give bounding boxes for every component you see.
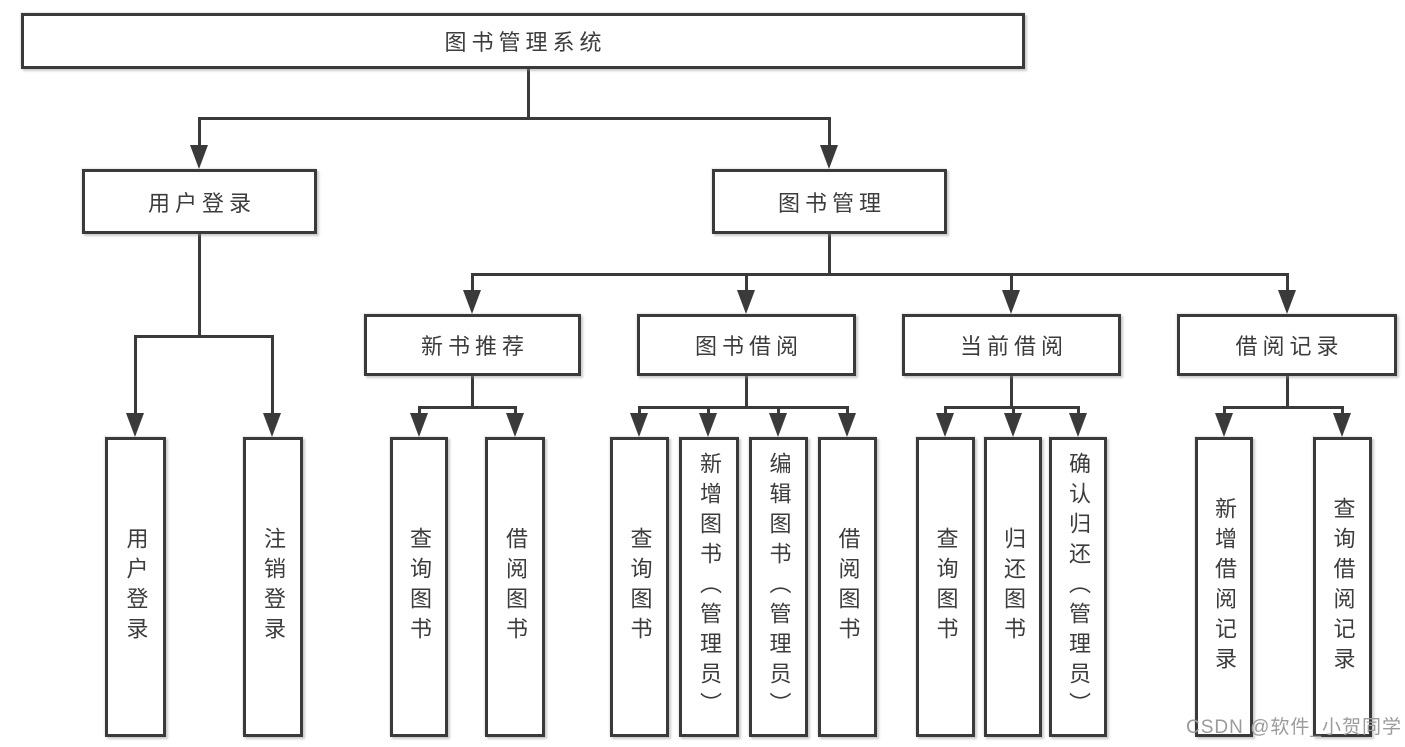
node-root-label: 图书管理系统 <box>444 30 607 55</box>
leaf-newbook-query-label: 查询图书 <box>407 527 432 647</box>
connector-user-login-split <box>134 335 274 338</box>
node-borrow-record-label: 借阅记录 <box>1235 334 1344 359</box>
arrow-down-icon <box>699 413 717 437</box>
connector-level3-split <box>471 273 1288 276</box>
connector-arm <box>1223 406 1226 415</box>
connector-arm-user-login <box>198 117 201 147</box>
csdn-watermark: CSDN @软件_小贺同学 <box>1186 717 1402 738</box>
leaf-current-return: 归还图书 <box>984 437 1042 737</box>
arrow-down-icon <box>820 145 838 169</box>
arrow-down-icon <box>737 290 755 314</box>
leaf-borrow-query: 查询图书 <box>610 437 669 737</box>
connector-user-login-drop <box>198 233 201 335</box>
leaf-borrow-edit: 编辑图书（管理员） <box>749 437 808 737</box>
connector-borrow-record-split <box>1223 406 1344 409</box>
connector-new-book-split <box>418 406 517 409</box>
arrow-down-icon <box>263 413 281 437</box>
arrow-down-icon <box>1004 413 1022 437</box>
connector-root-drop <box>527 68 530 117</box>
connector-new-book-drop <box>471 375 474 407</box>
leaf-borrow-edit-label: 编辑图书（管理员） <box>766 452 792 722</box>
node-user-login-label: 用户登录 <box>147 190 256 216</box>
connector-arm-new-book <box>471 273 474 290</box>
arrow-down-icon <box>630 413 648 437</box>
connector-borrow-record-drop <box>1286 375 1289 407</box>
leaf-newbook-borrow-label: 借阅图书 <box>503 527 528 647</box>
node-new-book-rec: 新书推荐 <box>364 314 581 376</box>
node-borrow-record: 借阅记录 <box>1177 314 1397 376</box>
arrow-down-icon <box>1002 290 1020 314</box>
leaf-current-return-label: 归还图书 <box>1001 527 1026 647</box>
leaf-logout-label: 注销登录 <box>261 527 286 647</box>
arrow-down-icon <box>838 413 856 437</box>
arrow-down-icon <box>1278 290 1296 314</box>
leaf-borrow-borrow-label: 借阅图书 <box>835 527 861 647</box>
arrow-down-icon <box>936 413 954 437</box>
connector-arm-leaf-user-login <box>134 335 137 413</box>
leaf-current-confirm: 确认归还（管理员） <box>1049 437 1107 737</box>
connector-arm <box>777 406 780 415</box>
leaf-record-add: 新增借阅记录 <box>1195 437 1253 737</box>
leaf-logout: 注销登录 <box>243 437 303 737</box>
arrow-down-icon <box>1333 413 1351 437</box>
connector-arm-book-borrow <box>745 273 748 290</box>
leaf-current-query-label: 查询图书 <box>933 527 959 647</box>
node-new-book-rec-label: 新书推荐 <box>420 334 529 359</box>
leaf-user-login-label: 用户登录 <box>123 527 149 647</box>
arrow-down-icon <box>1215 413 1233 437</box>
leaf-record-query-label: 查询借阅记录 <box>1330 497 1356 677</box>
connector-current-borrow-drop <box>1010 375 1013 407</box>
connector-book-borrow-split <box>638 406 849 409</box>
connector-arm <box>418 406 421 415</box>
node-current-borrow-label: 当前借阅 <box>959 334 1068 359</box>
connector-book-borrow-drop <box>745 375 748 407</box>
connector-arm-book-mgmt <box>828 117 831 147</box>
arrow-down-icon <box>769 413 787 437</box>
arrow-down-icon <box>410 413 428 437</box>
connector-book-mgmt-drop <box>828 233 831 276</box>
connector-arm-borrow-record <box>1286 273 1289 290</box>
arrow-down-icon <box>126 413 144 437</box>
arrow-down-icon <box>190 145 208 169</box>
leaf-current-confirm-label: 确认归还（管理员） <box>1066 452 1091 722</box>
leaf-current-query: 查询图书 <box>916 437 975 737</box>
arrow-down-icon <box>1069 413 1087 437</box>
connector-arm-leaf-logout <box>271 335 274 413</box>
node-book-borrow: 图书借阅 <box>637 314 856 376</box>
node-root: 图书管理系统 <box>21 13 1025 69</box>
leaf-borrow-query-label: 查询图书 <box>627 527 653 647</box>
connector-arm <box>1012 406 1015 415</box>
leaf-newbook-query: 查询图书 <box>390 437 448 737</box>
leaf-user-login: 用户登录 <box>105 437 166 737</box>
node-book-mgmt: 图书管理 <box>712 169 947 234</box>
leaf-borrow-add-label: 新增图书（管理员） <box>697 452 722 722</box>
leaf-newbook-borrow: 借阅图书 <box>485 437 545 737</box>
arrow-down-icon <box>463 290 481 314</box>
connector-arm <box>1341 406 1344 415</box>
leaf-record-add-label: 新增借阅记录 <box>1212 497 1237 677</box>
connector-arm <box>846 406 849 415</box>
connector-arm <box>514 406 517 415</box>
connector-arm <box>707 406 710 415</box>
node-current-borrow: 当前借阅 <box>902 314 1121 376</box>
leaf-borrow-add: 新增图书（管理员） <box>679 437 739 737</box>
arrow-down-icon <box>506 413 524 437</box>
node-book-borrow-label: 图书借阅 <box>694 334 803 359</box>
node-user-login: 用户登录 <box>82 169 317 234</box>
connector-arm <box>638 406 641 415</box>
connector-arm-current-borrow <box>1010 273 1013 290</box>
connector-level1-split <box>198 117 831 120</box>
leaf-borrow-borrow: 借阅图书 <box>818 437 877 737</box>
connector-arm <box>944 406 947 415</box>
leaf-record-query: 查询借阅记录 <box>1313 437 1372 737</box>
node-book-mgmt-label: 图书管理 <box>777 190 886 216</box>
connector-arm <box>1077 406 1080 415</box>
